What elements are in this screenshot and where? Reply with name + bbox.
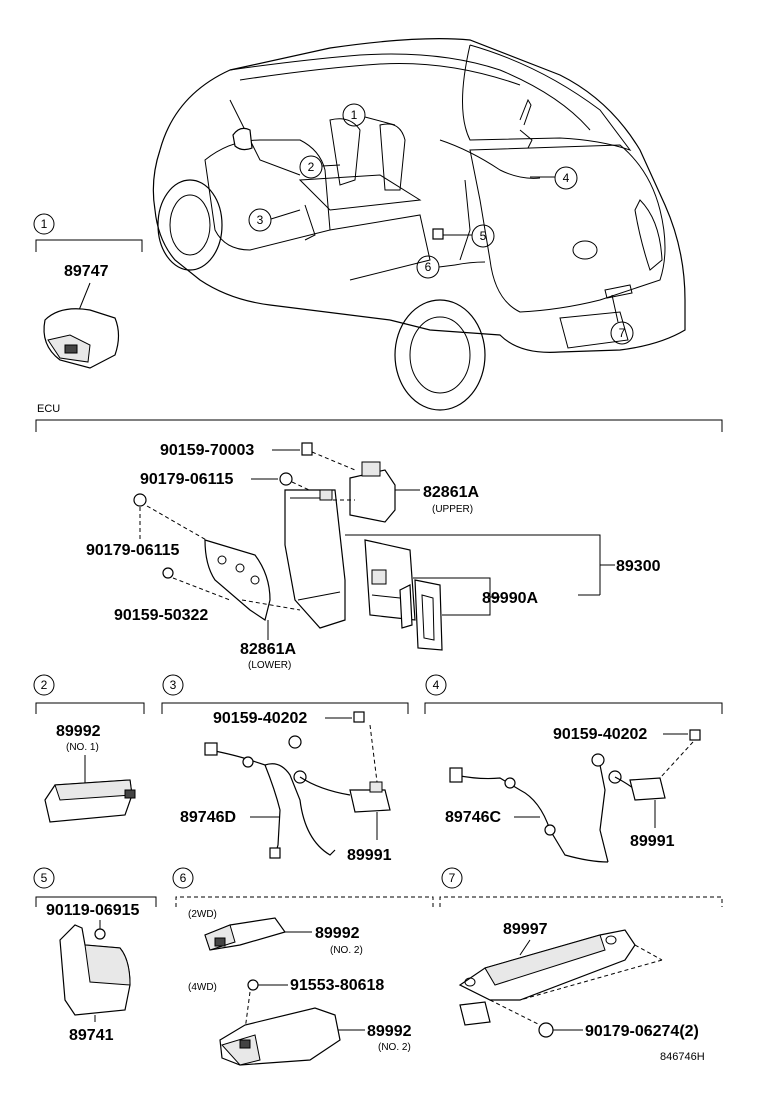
svg-text:90179-06115: 90179-06115 <box>140 471 234 488</box>
svg-text:89747: 89747 <box>64 263 109 280</box>
svg-text:3: 3 <box>170 678 177 692</box>
car-callouts: 1 2 3 4 5 6 7 <box>248 103 634 345</box>
svg-text:89992: 89992 <box>56 723 101 740</box>
svg-text:(NO. 2): (NO. 2) <box>378 1042 411 1053</box>
svg-text:82861A: 82861A <box>240 641 296 658</box>
svg-text:90179-06115: 90179-06115 <box>86 542 180 559</box>
svg-text:2: 2 <box>41 678 48 692</box>
svg-text:6: 6 <box>180 871 187 885</box>
section-6: 6 (2WD) 89992 (NO. 2) (4WD) 91553-80618 … <box>172 867 434 1066</box>
car-illustration <box>152 38 686 411</box>
ecu-section: ECU 90159-70003 90179-06115 90179-06115 … <box>35 403 723 671</box>
svg-text:89746D: 89746D <box>180 809 236 826</box>
section-3: 3 90159-40202 89746D 89991 <box>161 674 409 864</box>
section-1: 1 89747 <box>33 213 143 369</box>
svg-text:(LOWER): (LOWER) <box>248 660 291 671</box>
svg-text:91553-80618: 91553-80618 <box>290 977 384 994</box>
svg-text:90119-06915: 90119-06915 <box>46 902 140 919</box>
svg-text:(2WD): (2WD) <box>188 909 217 920</box>
svg-text:89741: 89741 <box>69 1027 114 1044</box>
svg-text:7: 7 <box>449 871 456 885</box>
drawing-id: 846746H <box>660 1051 705 1063</box>
svg-text:89992: 89992 <box>367 1023 412 1040</box>
svg-text:89746C: 89746C <box>445 809 501 826</box>
svg-text:7: 7 <box>619 326 626 340</box>
section-2: 2 89992 (NO. 1) <box>33 674 145 823</box>
svg-text:(NO. 2): (NO. 2) <box>330 945 363 956</box>
svg-text:4: 4 <box>563 171 570 185</box>
svg-text:5: 5 <box>480 229 487 243</box>
section-7: 7 89997 90179-06274(2) <box>439 867 723 1040</box>
svg-text:ECU: ECU <box>37 403 60 415</box>
svg-text:90159-40202: 90159-40202 <box>213 710 307 727</box>
svg-text:89992: 89992 <box>315 925 360 942</box>
svg-text:3: 3 <box>257 213 264 227</box>
svg-text:89990A: 89990A <box>482 590 538 607</box>
section-4: 4 90159-40202 89746C 89991 <box>424 674 723 863</box>
svg-text:90159-50322: 90159-50322 <box>114 607 208 624</box>
svg-text:89991: 89991 <box>347 847 392 864</box>
svg-text:90179-06274(2): 90179-06274(2) <box>585 1023 699 1040</box>
svg-text:(UPPER): (UPPER) <box>432 504 473 515</box>
section-5: 5 90119-06915 89741 <box>33 867 157 1044</box>
svg-text:(NO. 1): (NO. 1) <box>66 742 99 753</box>
svg-text:89300: 89300 <box>616 558 661 575</box>
svg-text:6: 6 <box>425 260 432 274</box>
svg-text:89997: 89997 <box>503 921 548 938</box>
svg-text:89991: 89991 <box>630 833 675 850</box>
svg-text:90159-40202: 90159-40202 <box>553 726 647 743</box>
svg-text:90159-70003: 90159-70003 <box>160 442 254 459</box>
svg-text:2: 2 <box>308 160 315 174</box>
svg-text:1: 1 <box>41 217 48 231</box>
svg-text:1: 1 <box>351 108 358 122</box>
svg-text:4: 4 <box>433 678 440 692</box>
svg-text:(4WD): (4WD) <box>188 982 217 993</box>
svg-text:82861A: 82861A <box>423 484 479 501</box>
svg-text:5: 5 <box>41 871 48 885</box>
